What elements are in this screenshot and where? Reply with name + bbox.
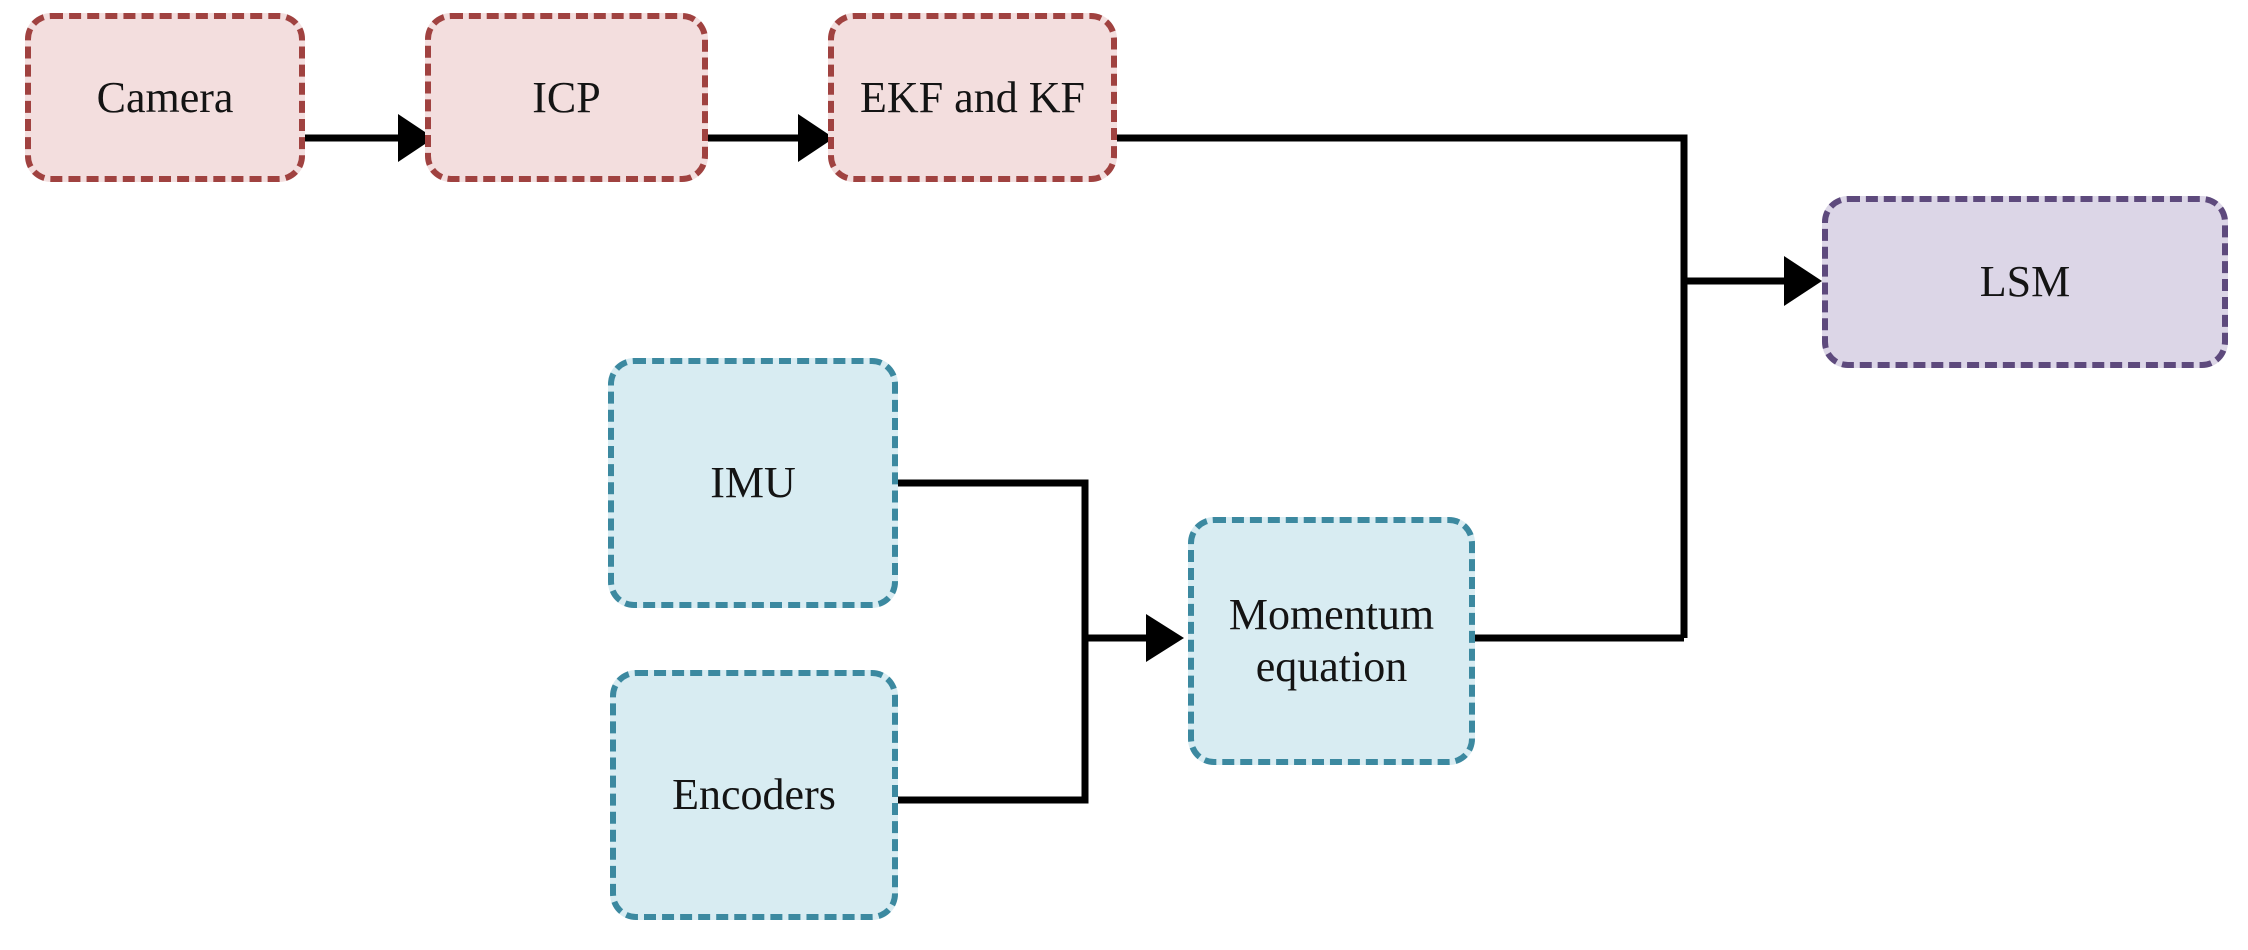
connector-icp-to-ekf: [708, 114, 834, 162]
node-camera[interactable]: Camera: [25, 13, 305, 182]
node-encoders[interactable]: Encoders: [610, 670, 898, 920]
arrowhead-icon: [1146, 614, 1184, 662]
node-lsm[interactable]: LSM: [1822, 196, 2228, 368]
node-encoders-label: Encoders: [672, 770, 836, 820]
connector-encoders-to-merge: [894, 638, 1089, 804]
node-ekf-and-kf-label: EKF and KF: [860, 72, 1085, 122]
connector-imu-to-merge: [894, 479, 1089, 638]
node-camera-label: Camera: [96, 72, 234, 122]
arrowhead-icon: [1784, 256, 1822, 306]
node-lsm-label: LSM: [1979, 257, 2071, 307]
connector-camera-to-icp: [305, 114, 434, 162]
node-momentum-equation[interactable]: Momentum equation: [1188, 517, 1475, 765]
connector-merge-to-momentum: [1085, 614, 1184, 662]
connector-trunk-to-lsm: [1684, 256, 1822, 306]
node-imu-label: IMU: [710, 458, 796, 508]
node-icp[interactable]: ICP: [425, 13, 708, 182]
node-icp-label: ICP: [532, 72, 601, 122]
node-imu[interactable]: IMU: [608, 358, 898, 608]
node-ekf-and-kf[interactable]: EKF and KF: [828, 13, 1117, 182]
node-momentum-equation-label: Momentum equation: [1228, 590, 1435, 691]
